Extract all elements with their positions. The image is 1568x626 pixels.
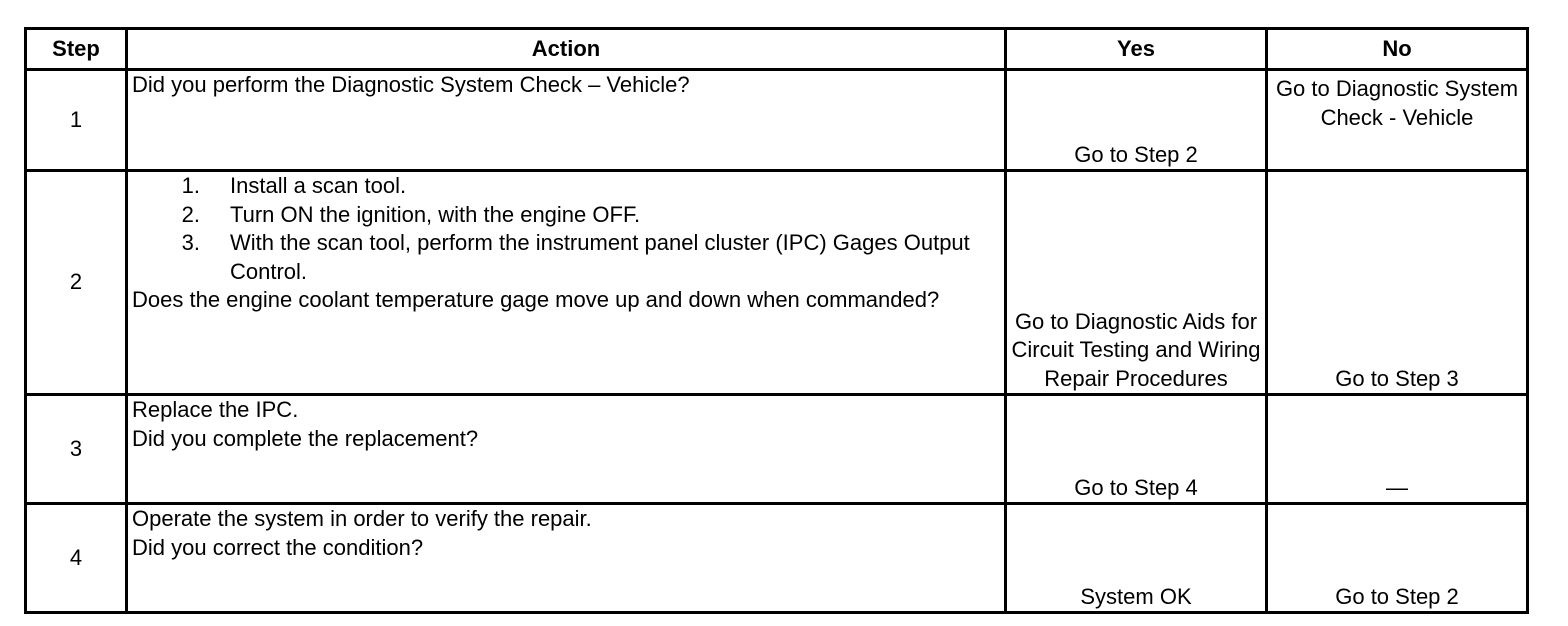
table-row: 2 1. Install a scan tool. 2. Turn ON the… [24, 169, 1529, 396]
list-item: 2. Turn ON the ignition, with the engine… [132, 201, 1000, 230]
table-row: 3 Replace the IPC. Did you complete the … [24, 393, 1529, 505]
substep-text: Turn ON the ignition, with the engine OF… [230, 201, 641, 227]
action-cell: Operate the system in order to verify th… [125, 502, 1007, 614]
step-number: 1 [24, 68, 128, 172]
action-question: Did you complete the replacement? [132, 425, 479, 451]
no-cell: Go to Step 3 [1265, 169, 1529, 396]
action-question: Did you correct the condition? [132, 534, 424, 560]
no-cell: — [1265, 393, 1529, 505]
header-step: Step [24, 27, 128, 71]
substep-text: With the scan tool, perform the instrume… [230, 230, 970, 284]
table-row: 4 Operate the system in order to verify … [24, 502, 1529, 614]
action-text: Replace the IPC. [132, 397, 299, 422]
substep-text: Install a scan tool. [230, 173, 407, 198]
yes-cell: System OK [1004, 502, 1268, 614]
substep-number: 1. [181, 173, 200, 198]
no-cell: Go to Step 2 [1265, 502, 1529, 614]
header-action: Action [125, 27, 1007, 71]
no-cell: Go to Diagnostic System Check - Vehicle [1265, 68, 1529, 172]
action-text: Did you perform the Diagnostic System Ch… [132, 72, 690, 97]
action-question: Does the engine coolant temperature gage… [132, 287, 940, 312]
substep-list: 1. Install a scan tool. 2. Turn ON the i… [132, 172, 1000, 286]
action-text: Operate the system in order to verify th… [132, 506, 592, 531]
header-yes: Yes [1004, 27, 1268, 71]
substep-number: 2. [181, 201, 200, 227]
substep-number: 3. [181, 230, 200, 255]
action-cell: 1. Install a scan tool. 2. Turn ON the i… [125, 169, 1007, 396]
step-number: 4 [24, 502, 128, 614]
yes-cell: Go to Diagnostic Aids for Circuit Testin… [1004, 169, 1268, 396]
header-row: Step Action Yes No [24, 27, 1529, 71]
table-row: 1 Did you perform the Diagnostic System … [24, 68, 1529, 172]
yes-cell: Go to Step 2 [1004, 68, 1268, 172]
list-item: 3. With the scan tool, perform the instr… [132, 229, 1000, 286]
header-no: No [1265, 27, 1529, 71]
action-cell: Replace the IPC. Did you complete the re… [125, 393, 1007, 505]
yes-cell: Go to Step 4 [1004, 393, 1268, 505]
list-item: 1. Install a scan tool. [132, 172, 1000, 201]
step-number: 2 [24, 169, 128, 396]
step-number: 3 [24, 393, 128, 505]
diagnostic-table: Step Action Yes No 1 Did you perform the… [24, 27, 1529, 614]
action-cell: Did you perform the Diagnostic System Ch… [125, 68, 1007, 172]
